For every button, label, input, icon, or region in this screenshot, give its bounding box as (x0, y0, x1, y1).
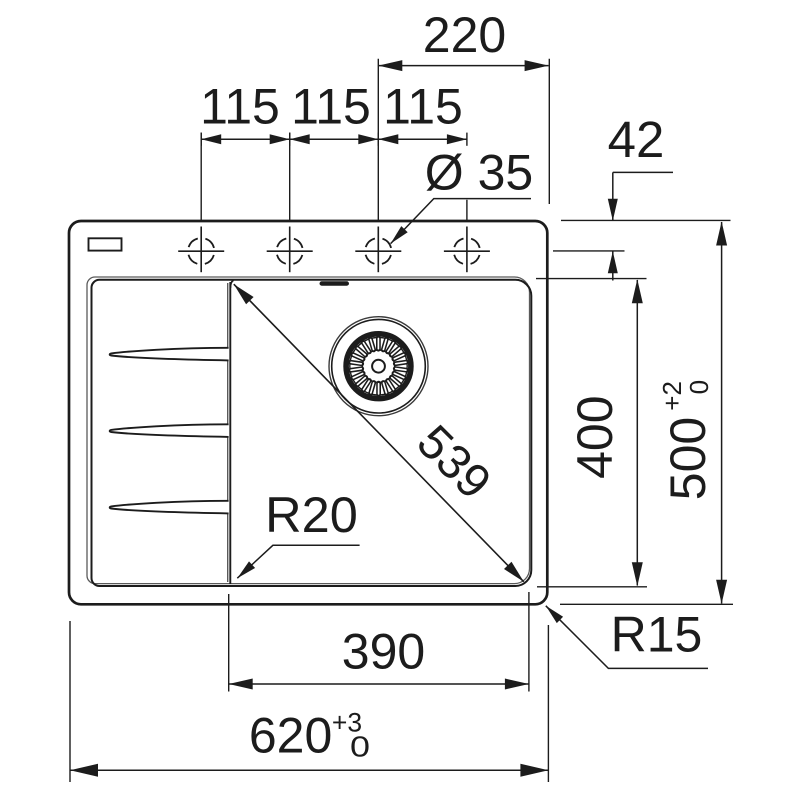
svg-text:115: 115 (383, 79, 463, 135)
svg-text:+2: +2 (657, 381, 687, 411)
svg-text:Ø 35: Ø 35 (425, 145, 533, 201)
svg-text:115: 115 (200, 79, 280, 135)
svg-text:R15: R15 (611, 606, 703, 662)
svg-text:620: 620 (249, 708, 332, 764)
svg-text:220: 220 (423, 7, 506, 63)
svg-text:400: 400 (567, 395, 623, 478)
svg-text:0: 0 (350, 732, 370, 764)
svg-text:0: 0 (684, 380, 714, 394)
svg-text:42: 42 (608, 111, 665, 168)
svg-text:390: 390 (342, 623, 425, 679)
svg-text:115: 115 (291, 79, 371, 135)
svg-text:500: 500 (660, 417, 716, 500)
svg-text:R20: R20 (265, 486, 358, 543)
svg-text:+3: +3 (332, 708, 362, 738)
